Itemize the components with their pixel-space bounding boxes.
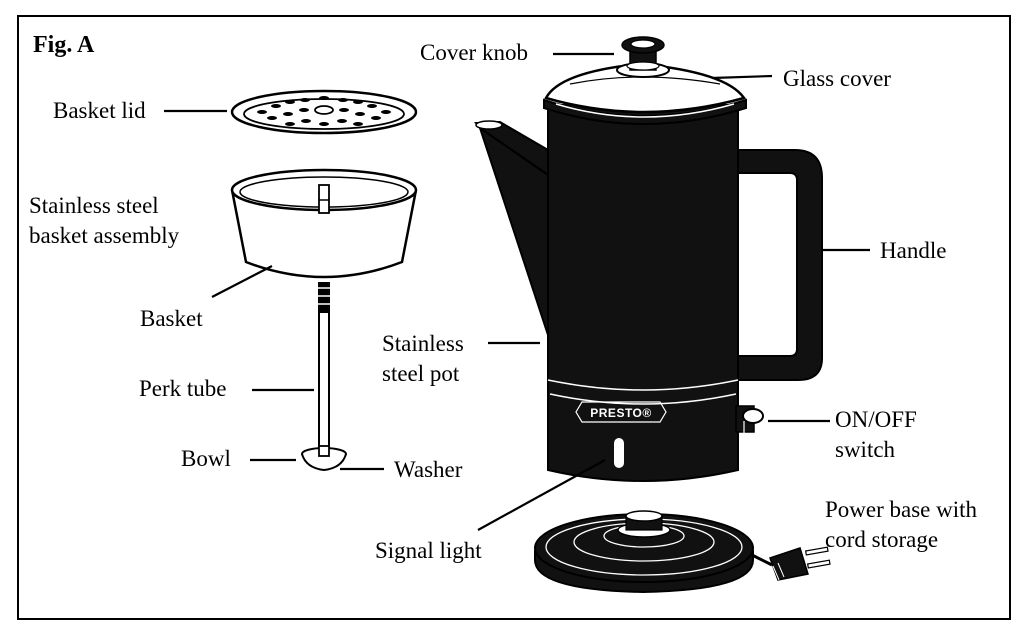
label-power-base-2: cord storage xyxy=(825,527,938,552)
label-washer: Washer xyxy=(394,457,463,482)
label-power-base-1: Power base with xyxy=(825,497,978,522)
bowl xyxy=(301,445,347,472)
power-plug xyxy=(769,546,831,581)
on-off-switch xyxy=(735,405,764,434)
label-basket-lid: Basket lid xyxy=(53,98,146,123)
figure-frame xyxy=(17,15,1011,620)
glass-cover xyxy=(543,62,747,125)
brand-badge: PRESTO® xyxy=(575,401,667,423)
label-basket: Basket xyxy=(140,306,203,331)
label-bowl: Bowl xyxy=(181,446,231,471)
label-on-off-1: ON/OFF xyxy=(835,407,917,432)
leader-lines xyxy=(164,52,870,531)
figure-label: Fig. A xyxy=(33,32,95,58)
label-on-off-2: switch xyxy=(835,437,896,462)
label-signal-light: Signal light xyxy=(375,538,482,563)
label-stainless-pot-1: Stainless xyxy=(382,331,464,356)
power-base xyxy=(534,510,831,594)
cover-knob xyxy=(616,36,670,78)
label-handle: Handle xyxy=(880,238,946,263)
signal-light-window xyxy=(614,438,624,468)
label-basket-assembly-2: basket assembly xyxy=(29,223,180,248)
brand-logo: PRESTO® xyxy=(590,406,651,420)
label-perk-tube: Perk tube xyxy=(139,376,227,401)
label-glass-cover: Glass cover xyxy=(783,66,891,91)
basket xyxy=(230,168,418,279)
percolator-pot: PRESTO® xyxy=(473,104,823,482)
basket-lid xyxy=(230,89,418,135)
label-cover-knob: Cover knob xyxy=(420,40,528,65)
label-stainless-pot-2: steel pot xyxy=(382,361,460,386)
perk-tube xyxy=(316,282,332,453)
label-basket-assembly-1: Stainless steel xyxy=(29,193,159,218)
